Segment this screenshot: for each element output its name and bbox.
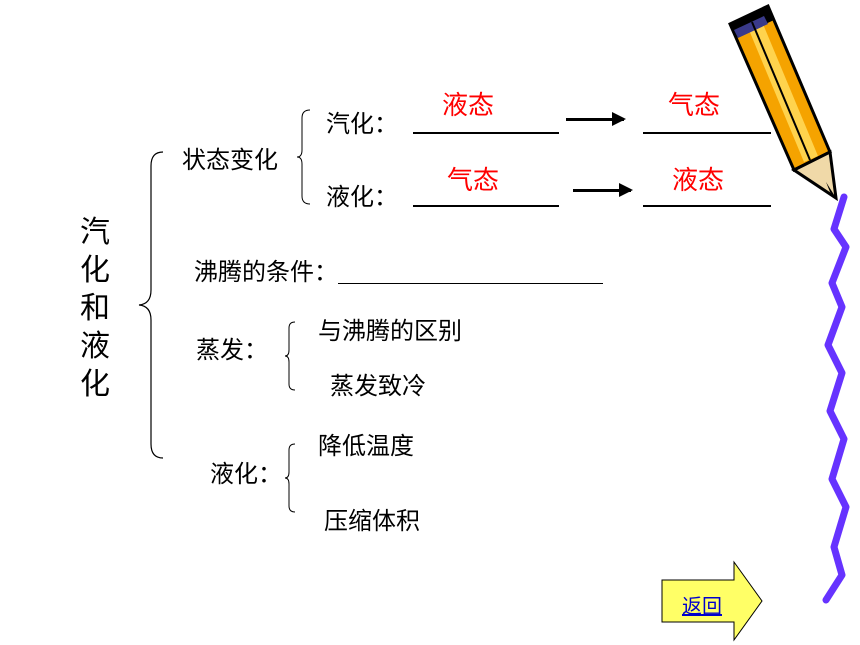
squiggle-decoration (822, 193, 850, 604)
evaporation-item-difference: 与沸腾的区别 (318, 317, 462, 345)
evaporation-brace (284, 321, 296, 391)
main-brace (138, 151, 164, 459)
liquefy-methods-brace (284, 443, 296, 513)
liquefaction-label: 液化： (326, 183, 398, 211)
evaporation-item-cooling: 蒸发致冷 (330, 372, 426, 400)
liquefaction-to-blank (643, 205, 771, 207)
liquefy-item-compress: 压缩体积 (324, 507, 420, 535)
return-button[interactable]: 返回 (660, 560, 764, 642)
liquefy-item-lower-temp: 降低温度 (318, 432, 414, 460)
state-change-brace (296, 109, 311, 205)
evaporation-label: 蒸发： (196, 336, 268, 364)
vaporization-arrow (566, 112, 626, 126)
pencil-icon (728, 3, 838, 202)
liquefaction-arrow (573, 183, 633, 197)
liquefaction-from: 气态 (447, 166, 500, 196)
vaporization-label: 汽化： (326, 110, 398, 138)
boiling-condition-blank (338, 283, 603, 284)
vaporization-from: 液态 (442, 91, 495, 121)
main-title: 汽化和液化 (80, 215, 110, 402)
liquefy-methods-label: 液化： (210, 460, 282, 488)
boiling-condition-label: 沸腾的条件： (194, 258, 338, 286)
vaporization-from-blank (413, 132, 559, 134)
state-change-label: 状态变化 (182, 146, 278, 174)
return-label[interactable]: 返回 (682, 594, 722, 618)
liquefaction-to: 液态 (672, 166, 725, 196)
vaporization-to: 气态 (668, 91, 721, 121)
liquefaction-from-blank (413, 205, 559, 207)
vaporization-to-blank (643, 132, 771, 134)
